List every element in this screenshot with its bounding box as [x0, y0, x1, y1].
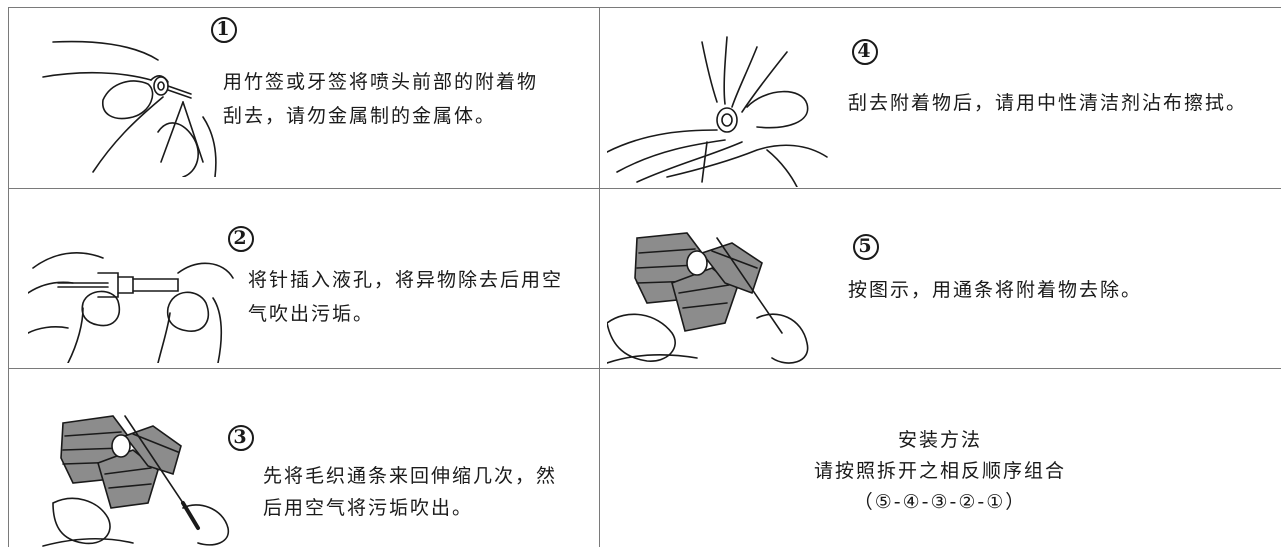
grid-line-row2 [8, 368, 1281, 369]
step-5-cell: 5 按图示，用通条将附着物去除。 [599, 188, 1281, 368]
step-3-number: 3 [228, 425, 254, 451]
grid-line-row1 [8, 188, 1281, 189]
install-instruction: 请按照拆开之相反顺序组合 [813, 460, 1066, 482]
step-3-text-line2: 后用空气将污垢吹出。 [263, 497, 474, 519]
hand-needle-icon [28, 252, 234, 363]
step-4-cell: 4 刮去附着物后，请用中性清洁剂沾布擦拭。 [599, 7, 1281, 188]
step-2-text-line1: 将针插入液孔，将异物除去后用空 [248, 269, 564, 291]
instruction-grid: 1 用竹签或牙签将喷头前部的附着物 刮去，请勿金属制的金属体。 [8, 7, 1281, 547]
step-1-cell: 1 用竹签或牙签将喷头前部的附着物 刮去，请勿金属制的金属体。 [8, 7, 599, 188]
step-2-text-line2: 气吹出污垢。 [248, 303, 375, 325]
hand-cloth-icon [607, 36, 828, 187]
install-cell: 安装方法 请按照拆开之相反顺序组合 （⑤-④-③-②-①） [599, 368, 1281, 547]
step-1-text-line1: 用竹签或牙签将喷头前部的附着物 [223, 71, 539, 93]
step-5-text-line1: 按图示，用通条将附着物去除。 [848, 279, 1143, 301]
step-2-number: 2 [228, 226, 254, 252]
hand-brush-icon [42, 415, 229, 547]
step-1-text-line2: 刮去，请勿金属制的金属体。 [223, 105, 497, 127]
install-title: 安装方法 [897, 429, 982, 451]
install-order: （⑤-④-③-②-①） [853, 491, 1027, 513]
step-3-cell: 3 先将毛织通条来回伸缩几次，然 后用空气将污垢吹出。 [8, 368, 599, 547]
install-block: 安装方法 请按照拆开之相反顺序组合 （⑤-④-③-②-①） [599, 425, 1281, 518]
grid-line-middle [599, 7, 600, 547]
step-4-number: 4 [852, 39, 878, 65]
grid-line-left [8, 7, 9, 547]
step-2-cell: 2 将针插入液孔，将异物除去后用空 气吹出污垢。 [8, 188, 599, 368]
hand-rod-icon [607, 232, 809, 364]
step-5-number: 5 [853, 234, 879, 260]
step-4-text-line1: 刮去附着物后，请用中性清洁剂沾布擦拭。 [848, 92, 1248, 114]
step-3-text-line1: 先将毛织通条来回伸缩几次，然 [263, 465, 558, 487]
step-1-number: 1 [211, 17, 237, 43]
hand-pick-icon [42, 40, 217, 177]
grid-line-top [8, 7, 1281, 8]
